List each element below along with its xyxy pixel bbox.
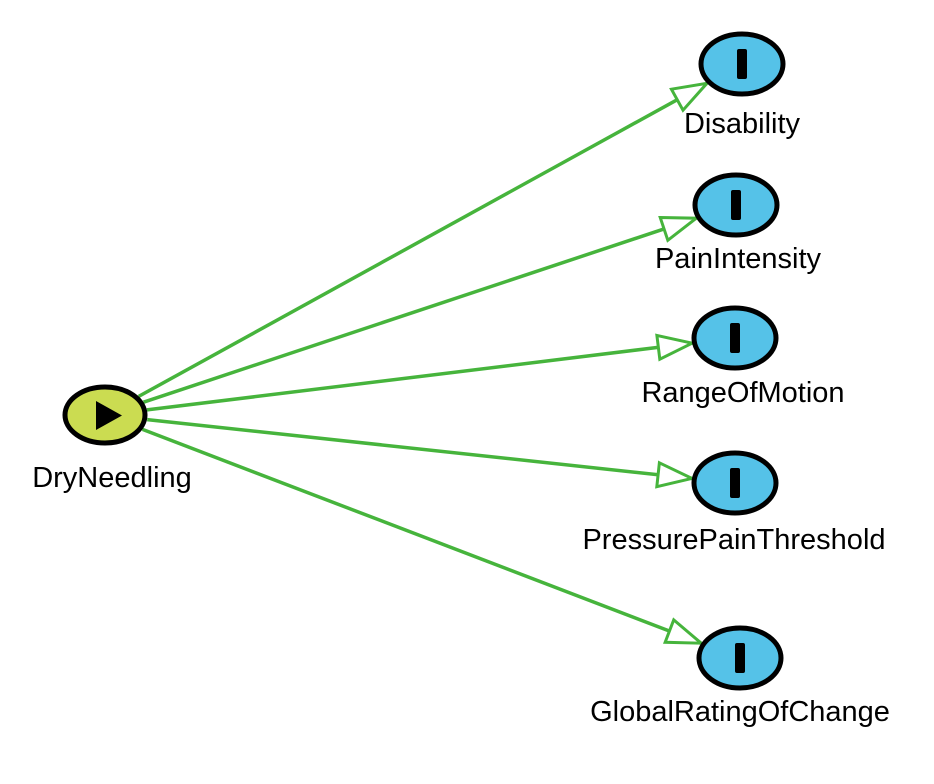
edge-dryneedling-disability[interactable]: [137, 83, 707, 398]
node-dryneedling[interactable]: DryNeedling: [32, 384, 192, 494]
play-icon: [96, 401, 122, 430]
node-label: Disability: [684, 108, 801, 140]
i-bar-icon: [731, 190, 741, 220]
node-label: GlobalRatingOfChange: [590, 696, 890, 728]
node-label: PainIntensity: [655, 243, 822, 275]
edge-dryneedling-rangeofmotion[interactable]: [146, 343, 692, 412]
i-bar-icon: [735, 643, 745, 673]
node-label: RangeOfMotion: [641, 377, 844, 409]
node-pressurepainthreshold[interactable]: PressurePainThreshold: [582, 450, 886, 556]
edges-layer: [137, 83, 707, 645]
edge-dryneedling-painintensity[interactable]: [142, 218, 697, 404]
node-rangeofmotion[interactable]: RangeOfMotion: [641, 305, 845, 409]
node-painintensity[interactable]: PainIntensity: [655, 172, 822, 275]
i-bar-icon: [737, 49, 747, 79]
i-bar-icon: [730, 468, 740, 498]
edge-dryneedling-pressurepainthreshold[interactable]: [147, 417, 692, 479]
edge-dryneedling-globalratingofchange[interactable]: [141, 427, 702, 645]
node-globalratingofchange[interactable]: GlobalRatingOfChange: [590, 625, 890, 728]
node-label: PressurePainThreshold: [582, 524, 885, 556]
node-disability[interactable]: Disability: [684, 31, 801, 140]
node-label: DryNeedling: [32, 462, 192, 494]
i-bar-icon: [730, 323, 740, 353]
